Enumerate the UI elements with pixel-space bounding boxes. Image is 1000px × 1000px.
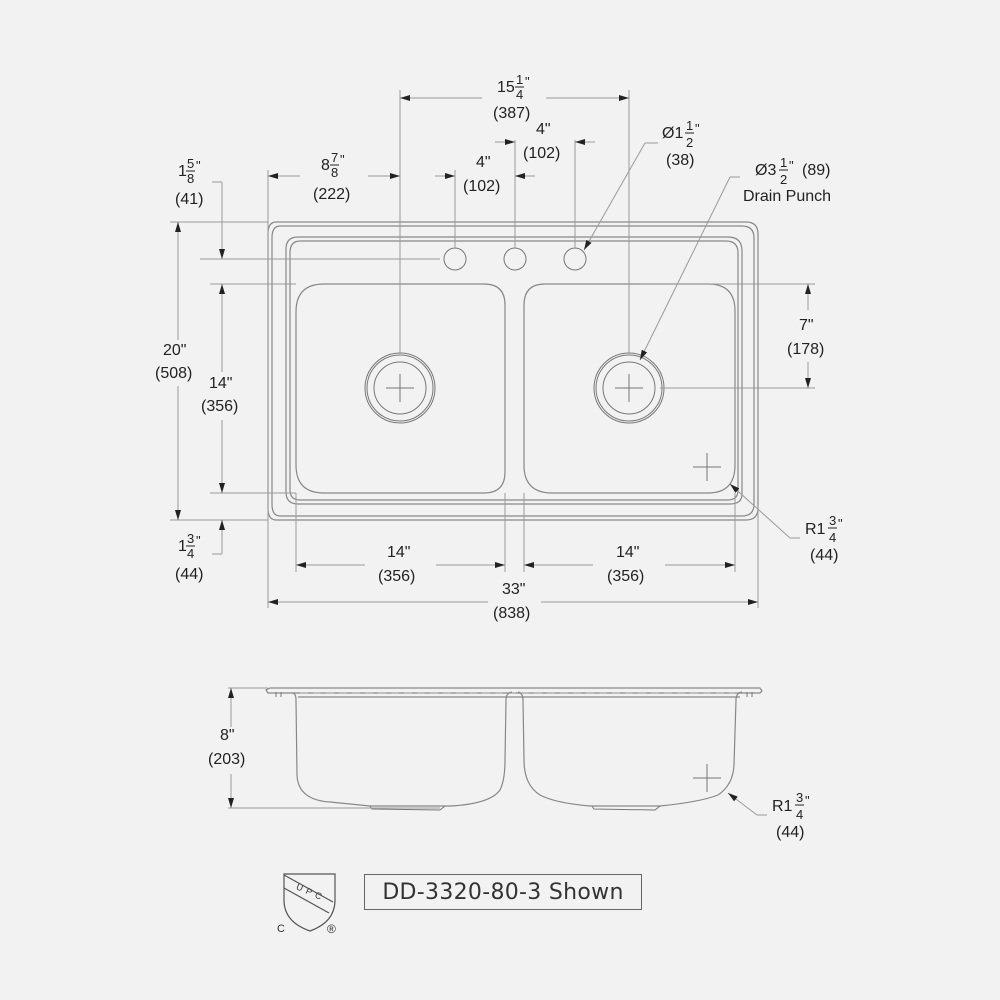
dim-overall-depth-mm: (508) xyxy=(155,365,192,382)
svg-text:2: 2 xyxy=(686,135,693,150)
svg-text:(44): (44) xyxy=(810,547,838,564)
svg-text:(44): (44) xyxy=(175,566,203,583)
svg-text:(356): (356) xyxy=(201,398,238,415)
svg-text:3: 3 xyxy=(187,531,194,546)
dim-section-depth-in: 8" xyxy=(220,727,235,744)
right-bowl xyxy=(523,283,736,494)
svg-text:(89): (89) xyxy=(802,162,830,179)
svg-text:2: 2 xyxy=(780,172,787,187)
svg-text:(41): (41) xyxy=(175,191,203,208)
svg-text:": " xyxy=(196,158,201,173)
svg-text:(38): (38) xyxy=(666,152,694,169)
svg-text:": " xyxy=(838,516,843,531)
svg-text:(356): (356) xyxy=(607,568,644,585)
dim-section-radius: R1 xyxy=(772,798,793,815)
sink-outer-rim xyxy=(267,221,759,521)
dim-faucet-hole: Ø1 xyxy=(662,125,683,142)
dim-faucet-left-in: 4" xyxy=(476,154,491,171)
svg-text:1: 1 xyxy=(178,163,187,180)
right-drain xyxy=(593,352,665,424)
svg-text:8: 8 xyxy=(331,165,338,180)
svg-text:4: 4 xyxy=(829,530,836,545)
svg-text:3: 3 xyxy=(796,790,803,805)
dim-faucet-right-mm: (102) xyxy=(523,145,560,162)
svg-text:": " xyxy=(196,533,201,548)
faucet-hole-center xyxy=(503,247,527,271)
dim-overall-width-mm: (838) xyxy=(493,605,530,622)
left-drain xyxy=(364,352,436,424)
svg-text:8: 8 xyxy=(321,157,330,174)
dim-overall-depth-in: 20" xyxy=(163,342,186,359)
svg-text:14": 14" xyxy=(209,375,232,392)
model-label: DD-3320-80-3 Shown xyxy=(382,879,624,905)
dim-edge-to-drain-mm: (222) xyxy=(313,186,350,203)
faucet-hole-right xyxy=(563,247,587,271)
faucet-hole-left xyxy=(443,247,467,271)
dim-drain-offset-in: 7" xyxy=(799,317,814,334)
svg-text:(356): (356) xyxy=(378,568,415,585)
svg-text:7: 7 xyxy=(331,150,338,165)
dim-corner-radius: R1 xyxy=(805,521,826,538)
dim-drain-punch: Ø3 xyxy=(755,162,776,179)
svg-text:UPC: UPC xyxy=(295,882,327,904)
svg-text:4: 4 xyxy=(796,807,803,822)
plan-dimension-labels: 15 1 4 " (387) 4" (102) 4" (102) 8 7 8 "… xyxy=(155,72,843,622)
drain-punch-label: Drain Punch xyxy=(743,188,831,205)
svg-text:": " xyxy=(695,121,700,136)
sink-deck xyxy=(285,236,743,505)
dim-section-depth-mm: (203) xyxy=(208,751,245,768)
svg-text:5: 5 xyxy=(187,156,194,171)
dim-faucet-left-mm: (102) xyxy=(463,178,500,195)
dim-overall-width-in: 33" xyxy=(502,581,525,598)
svg-text:1: 1 xyxy=(780,155,787,170)
model-label-box: DD-3320-80-3 Shown xyxy=(364,874,642,910)
dim-drain-offset-mm: (178) xyxy=(787,341,824,358)
svg-text:1: 1 xyxy=(686,118,693,133)
svg-text:C: C xyxy=(277,923,285,935)
svg-text:4: 4 xyxy=(187,546,194,561)
dim-drain-spacing-whole: 15 xyxy=(497,79,515,96)
svg-text:": " xyxy=(805,793,810,808)
left-bowl xyxy=(295,283,506,494)
svg-text:1: 1 xyxy=(516,72,523,87)
svg-text:®: ® xyxy=(327,922,336,936)
svg-text:": " xyxy=(525,74,530,89)
svg-text:": " xyxy=(789,158,794,173)
svg-text:": " xyxy=(340,152,345,167)
svg-text:3: 3 xyxy=(829,513,836,528)
svg-text:14": 14" xyxy=(616,544,639,561)
svg-text:14": 14" xyxy=(387,544,410,561)
plan-view xyxy=(170,90,815,608)
upc-certification-icon: UPC C ® xyxy=(277,873,336,936)
svg-text:1: 1 xyxy=(178,538,187,555)
svg-text:4: 4 xyxy=(516,87,523,102)
section-view: 8" (203) R1 3 4 " (44) xyxy=(208,687,810,841)
dim-drain-spacing-mm: (387) xyxy=(493,105,530,122)
dim-faucet-right-in: 4" xyxy=(536,121,551,138)
svg-text:8: 8 xyxy=(187,171,194,186)
svg-text:(44): (44) xyxy=(776,824,804,841)
